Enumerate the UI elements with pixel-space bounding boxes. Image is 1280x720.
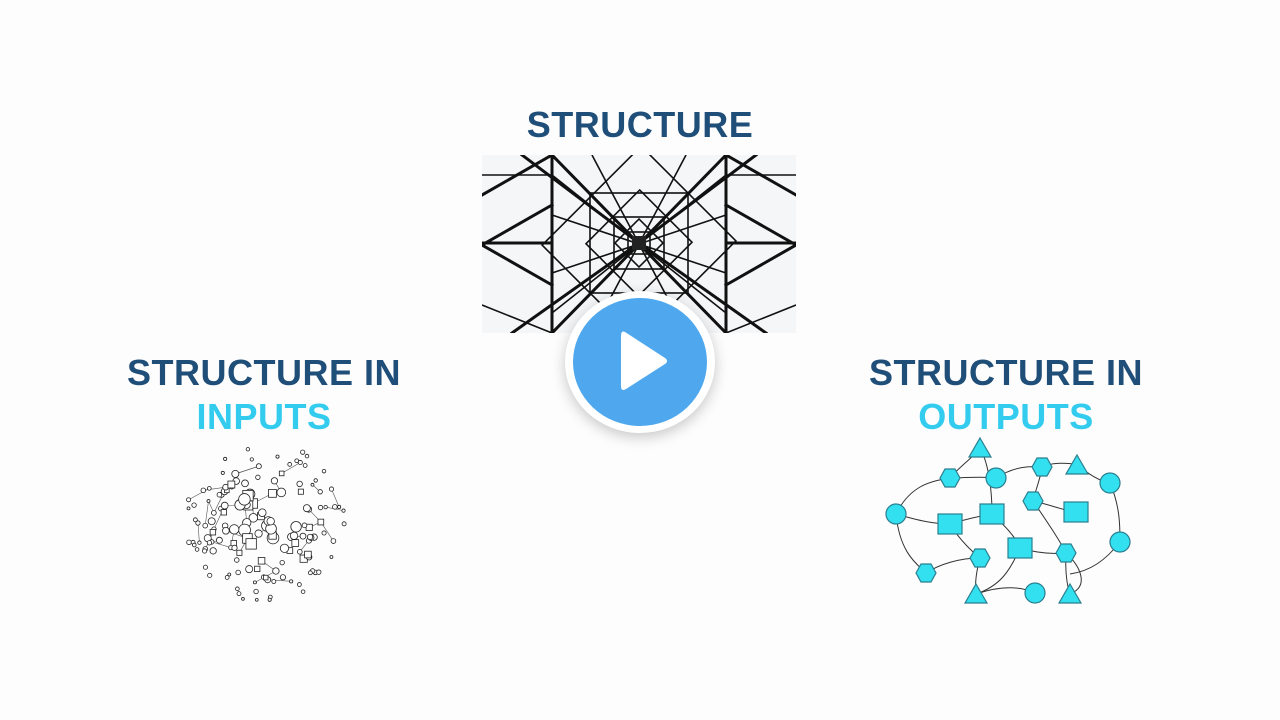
input-network-illustration xyxy=(186,447,347,602)
center-title-text: STRUCTURE xyxy=(526,104,754,145)
outputs-title: STRUCTURE IN OUTPUTS xyxy=(846,351,1166,439)
inputs-title-line2: INPUTS xyxy=(196,396,332,437)
play-button[interactable] xyxy=(565,291,715,433)
inputs-title: STRUCTURE IN INPUTS xyxy=(104,351,424,439)
outputs-title-line2: OUTPUTS xyxy=(918,396,1094,437)
play-button-circle[interactable] xyxy=(573,298,707,426)
inputs-title-line1: STRUCTURE IN xyxy=(127,352,401,393)
output-network-illustration xyxy=(885,436,1131,604)
play-icon xyxy=(621,331,667,390)
center-title: STRUCTURE xyxy=(440,103,840,147)
outputs-title-line1: STRUCTURE IN xyxy=(869,352,1143,393)
